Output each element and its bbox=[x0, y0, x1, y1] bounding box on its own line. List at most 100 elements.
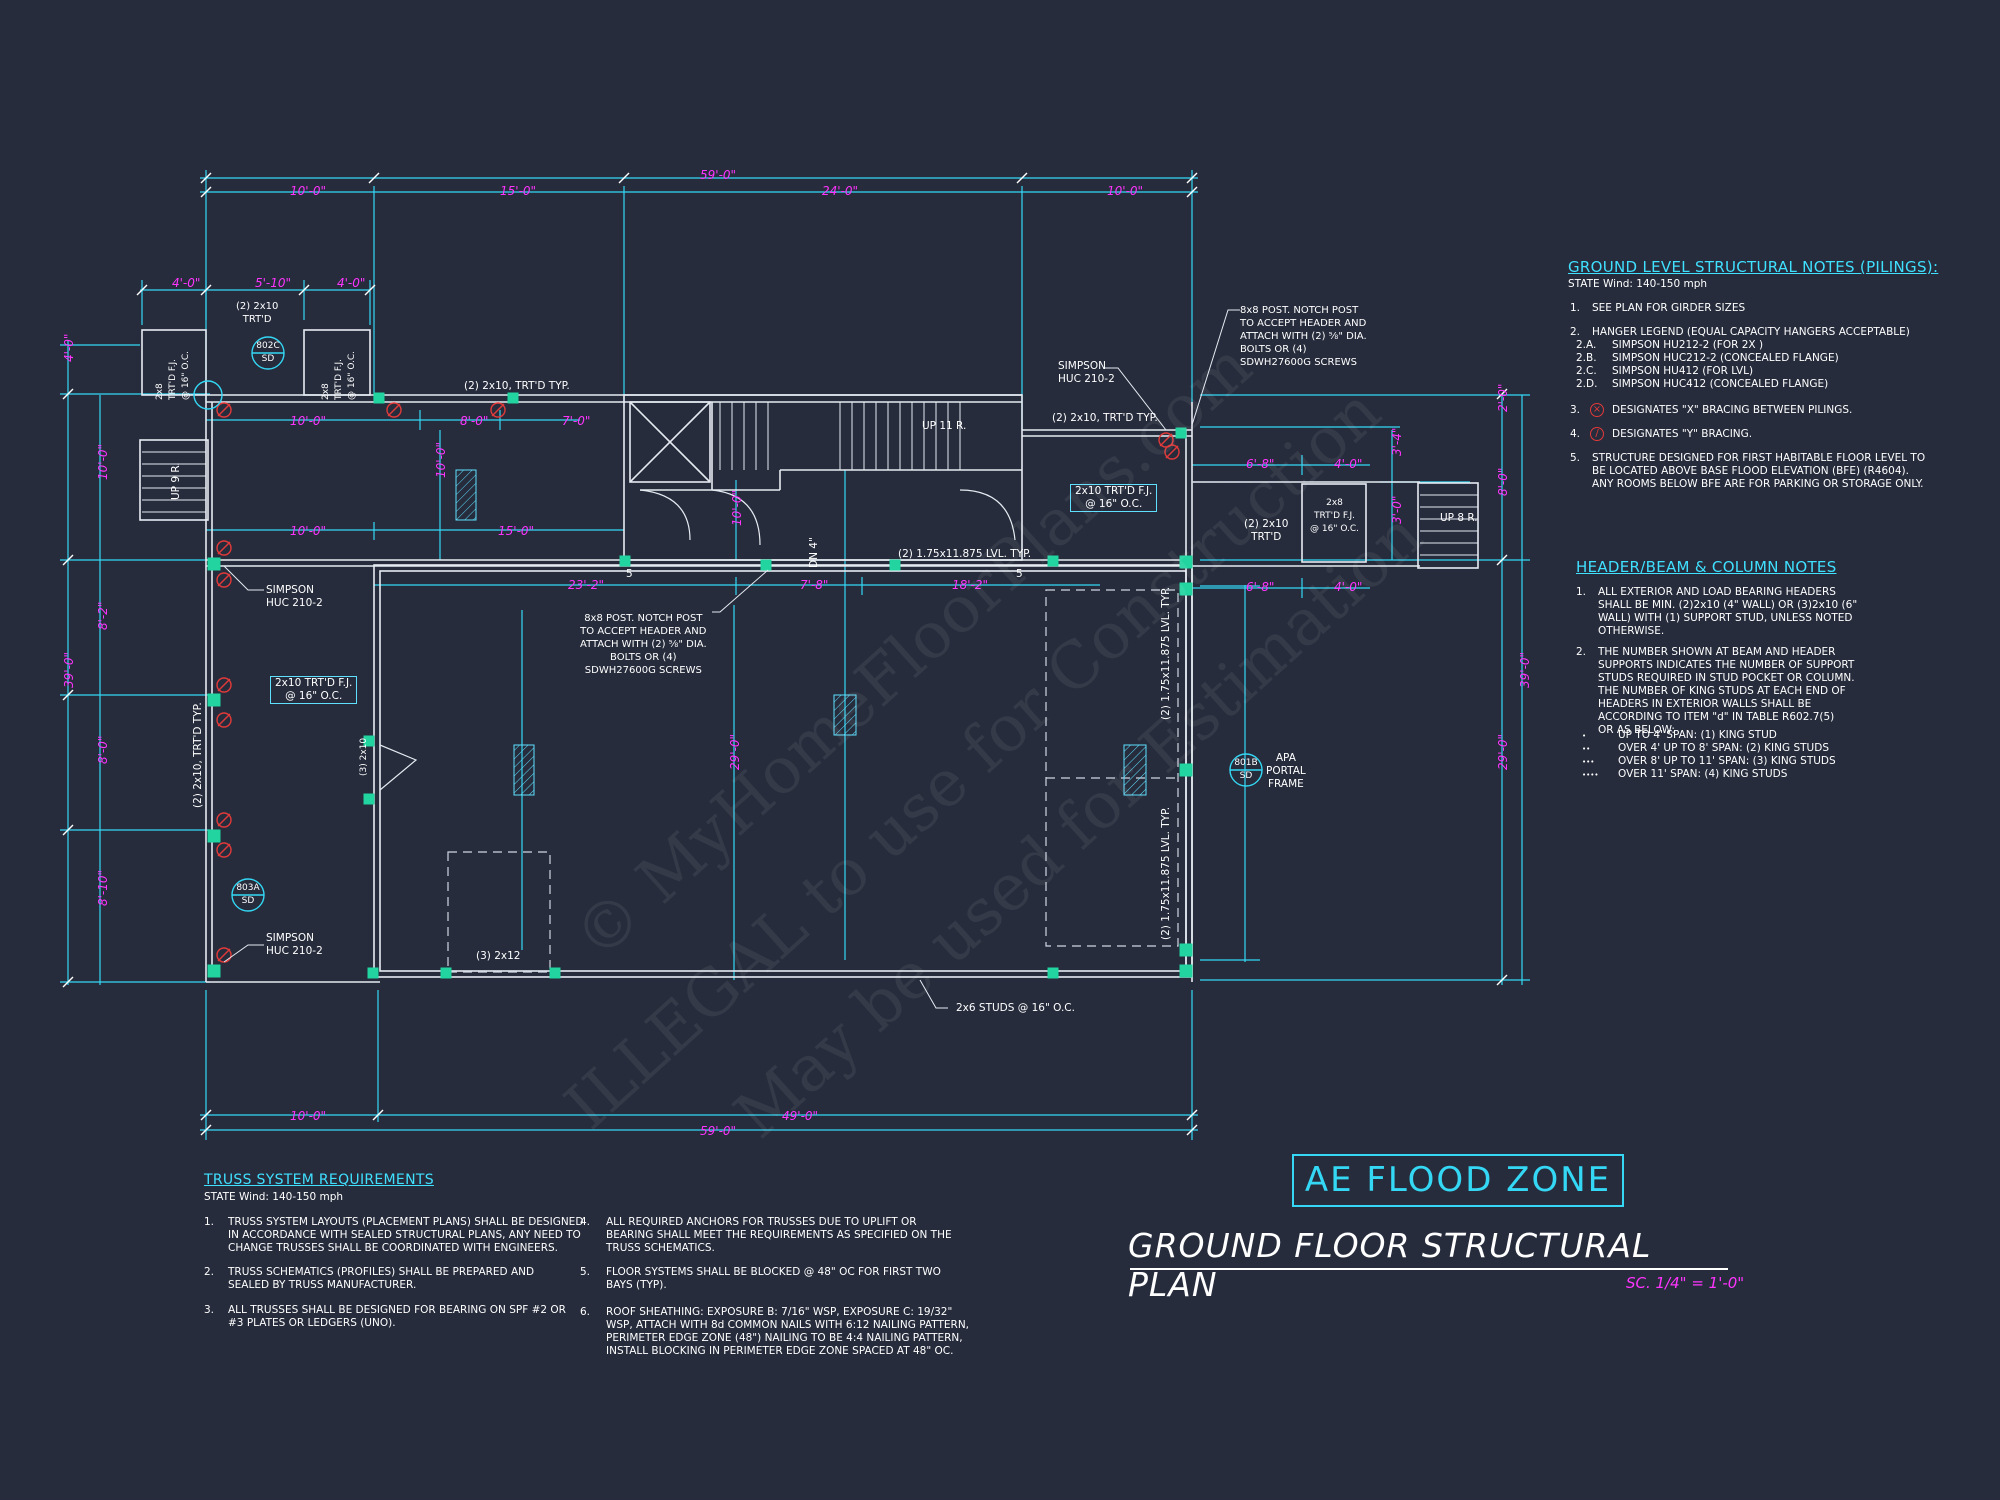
ground-note-number: 1. bbox=[1570, 302, 1581, 314]
marker-5a: 5 bbox=[626, 568, 633, 580]
ground-note-text: DESIGNATES "X" BRACING BETWEEN PILINGS. bbox=[1612, 404, 1853, 416]
header-notes-num1: 1. bbox=[1576, 586, 1587, 598]
dimension-label: 18'-2" bbox=[952, 578, 989, 592]
dimension-label: 10'-0" bbox=[290, 524, 327, 538]
dimension-label: 2'-0" bbox=[1496, 383, 1510, 412]
dimension-label: 4'-0" bbox=[1334, 457, 1363, 471]
ground-note-text: SIMPSON HU212-2 (FOR 2X ) bbox=[1612, 339, 1764, 351]
ground-note-number: 4. bbox=[1570, 428, 1581, 440]
dimension-label: 29'-0" bbox=[728, 733, 742, 770]
ground-note-number: 2. bbox=[1570, 326, 1581, 338]
wall-linework bbox=[139, 329, 1479, 983]
ground-note-text: STRUCTURE DESIGNED FOR FIRST HABITABLE F… bbox=[1592, 452, 1926, 490]
dimension-label: 7'-8" bbox=[800, 578, 829, 592]
dashed-outlines bbox=[447, 481, 1300, 973]
truss-note-text: TRUSS SYSTEM LAYOUTS (PLACEMENT PLANS) S… bbox=[228, 1216, 584, 1254]
stair-treads bbox=[142, 402, 1478, 556]
dimension-label: 15'-0" bbox=[498, 524, 535, 538]
label-post-note-top: 8x8 POST. NOTCH POST TO ACCEPT HEADER AN… bbox=[1240, 305, 1367, 368]
ground-note-text: SIMPSON HU412 (FOR LVL) bbox=[1612, 365, 1754, 377]
flood-zone-box: AE FLOOD ZONE bbox=[1292, 1154, 1624, 1207]
bullet-text: UP TO 4' SPAN: (1) KING STUD bbox=[1618, 729, 1777, 741]
dimension-label: 8'-0" bbox=[460, 414, 489, 428]
label-apa-frame: APA PORTAL FRAME bbox=[1266, 752, 1306, 790]
header-notes-num2: 2. bbox=[1576, 646, 1587, 658]
label-beam-2x10-typ: (2) 2x10, TRT'D TYP. bbox=[464, 380, 570, 392]
dimension-label: 4'-0" bbox=[337, 276, 366, 290]
bracing-markers bbox=[216, 402, 1180, 963]
dimension-label: 59'-0" bbox=[700, 1124, 737, 1138]
dimension-label: 8'-10" bbox=[96, 869, 110, 906]
ground-note-number: 2.C. bbox=[1576, 365, 1597, 377]
dimension-label: 10'-0" bbox=[290, 184, 327, 198]
label-joists-2x8-b: 2x8 TRT'D F.J. @ 16" O.C. bbox=[321, 350, 357, 400]
truss-note-number: 3. bbox=[204, 1304, 215, 1316]
dimension-label: 4'-0" bbox=[62, 333, 76, 362]
title-underline bbox=[1130, 1268, 1728, 1270]
connectors bbox=[207, 392, 1193, 979]
dimension-label: 10'-0" bbox=[290, 1109, 327, 1123]
ground-note-text: SIMPSON HUC412 (CONCEALED FLANGE) bbox=[1612, 378, 1829, 390]
dimension-label: 24'-0" bbox=[822, 184, 859, 198]
label-up-main: UP 11 R. bbox=[922, 420, 967, 432]
dimension-label: 6'-8" bbox=[1246, 457, 1275, 471]
label-trt-2x10-right: (2) 2x10 TRT'D bbox=[1244, 518, 1289, 543]
marker-5b: 5 bbox=[1016, 568, 1023, 580]
truss-notes-title: TRUSS SYSTEM REQUIREMENTS bbox=[204, 1172, 434, 1188]
truss-note-text: TRUSS SCHEMATICS (PROFILES) SHALL BE PRE… bbox=[228, 1266, 535, 1291]
ground-note-number: 3. bbox=[1570, 404, 1581, 416]
door-swings bbox=[379, 489, 1016, 791]
bullet-text: OVER 4' UP TO 8' SPAN: (2) KING STUDS bbox=[1618, 742, 1829, 754]
dimension-label: 6'-8" bbox=[1246, 580, 1275, 594]
dimension-label: 59'-0" bbox=[700, 168, 737, 182]
label-joists-2x10: (2) 2x10 TRT'D bbox=[236, 301, 279, 325]
ground-note-number: 5. bbox=[1570, 452, 1581, 464]
dimension-label: 10'-0" bbox=[290, 414, 327, 428]
ground-note-number: 2.D. bbox=[1576, 378, 1598, 390]
bullet-marker: • bbox=[1582, 732, 1587, 740]
truss-note-number: 6. bbox=[580, 1306, 591, 1318]
truss-note-text: FLOOR SYSTEMS SHALL BE BLOCKED @ 48" OC … bbox=[606, 1266, 941, 1291]
ground-note-number: 2.A. bbox=[1576, 339, 1597, 351]
label-dn: DN 4" bbox=[808, 537, 820, 568]
dimension-label: 4'-0" bbox=[1334, 580, 1363, 594]
dimension-label: 10'-0" bbox=[434, 441, 448, 478]
dimension-label: 15'-0" bbox=[500, 184, 537, 198]
label-wall-2x10-left: (3) 2x10 bbox=[359, 737, 369, 776]
header-notes-item2: THE NUMBER SHOWN AT BEAM AND HEADER SUPP… bbox=[1598, 646, 1855, 736]
label-beam-3-2x12: (3) 2x12 bbox=[476, 950, 521, 962]
ground-note-text: HANGER LEGEND (EQUAL CAPACITY HANGERS AC… bbox=[1592, 326, 1910, 338]
bullet-marker: •• bbox=[1582, 745, 1591, 753]
truss-note-number: 2. bbox=[204, 1266, 215, 1278]
label-joists-2x8-right: 2x8 TRT'D F.J. @ 16" O.C. bbox=[1310, 498, 1360, 534]
label-left-wall-beam: (2) 2x10, TRT'D TYP. bbox=[192, 702, 204, 808]
ground-note-text: SEE PLAN FOR GIRDER SIZES bbox=[1592, 302, 1746, 314]
tag-2x10-right: 2x10 TRT'D F.J. @ 16" O.C. bbox=[1070, 484, 1158, 512]
beam-tags bbox=[455, 469, 1147, 796]
dimension-label: 23'-2" bbox=[568, 578, 605, 592]
section-803a-label: 803A SD bbox=[236, 883, 260, 906]
dimension-label: 10'-0" bbox=[730, 489, 744, 526]
dimension-label: 8'-0" bbox=[96, 735, 110, 764]
bullet-marker: ••• bbox=[1582, 758, 1595, 766]
ground-notes-wind: STATE Wind: 140-150 mph bbox=[1568, 278, 1708, 290]
label-beam-2x10-typ-right: (2) 2x10, TRT'D TYP. bbox=[1052, 412, 1158, 424]
ground-note-number: 2.B. bbox=[1576, 352, 1597, 364]
label-lvl-vert-2: (2) 1.75x11.875 LVL. TYP. bbox=[1160, 806, 1172, 940]
dimension-label: 8'-0" bbox=[1496, 467, 1510, 496]
ground-note-text: SIMPSON HUC212-2 (CONCEALED FLANGE) bbox=[1612, 352, 1839, 364]
leader-lines bbox=[223, 309, 1240, 1009]
section-markers bbox=[193, 336, 1263, 912]
label-lvl-beam: (2) 1.75x11.875 LVL. TYP. bbox=[898, 548, 1032, 560]
dimension-label: 4'-0" bbox=[172, 276, 201, 290]
ground-note-text: DESIGNATES "Y" BRACING. bbox=[1612, 428, 1753, 440]
label-stud-note: 2x6 STUDS @ 16" O.C. bbox=[956, 1002, 1075, 1014]
dimension-label: 39'-0" bbox=[62, 651, 76, 688]
dimension-ticks bbox=[62, 172, 1508, 1136]
truss-note-number: 5. bbox=[580, 1266, 591, 1278]
tag-2x10-left: 2x10 TRT'D F.J. @ 16" O.C. bbox=[270, 676, 358, 704]
truss-note-text: ALL REQUIRED ANCHORS FOR TRUSSES DUE TO … bbox=[606, 1216, 952, 1254]
truss-note-text: ALL TRUSSES SHALL BE DESIGNED FOR BEARIN… bbox=[228, 1304, 566, 1329]
label-post-note-mid: 8x8 POST. NOTCH POST TO ACCEPT HEADER AN… bbox=[580, 613, 707, 676]
